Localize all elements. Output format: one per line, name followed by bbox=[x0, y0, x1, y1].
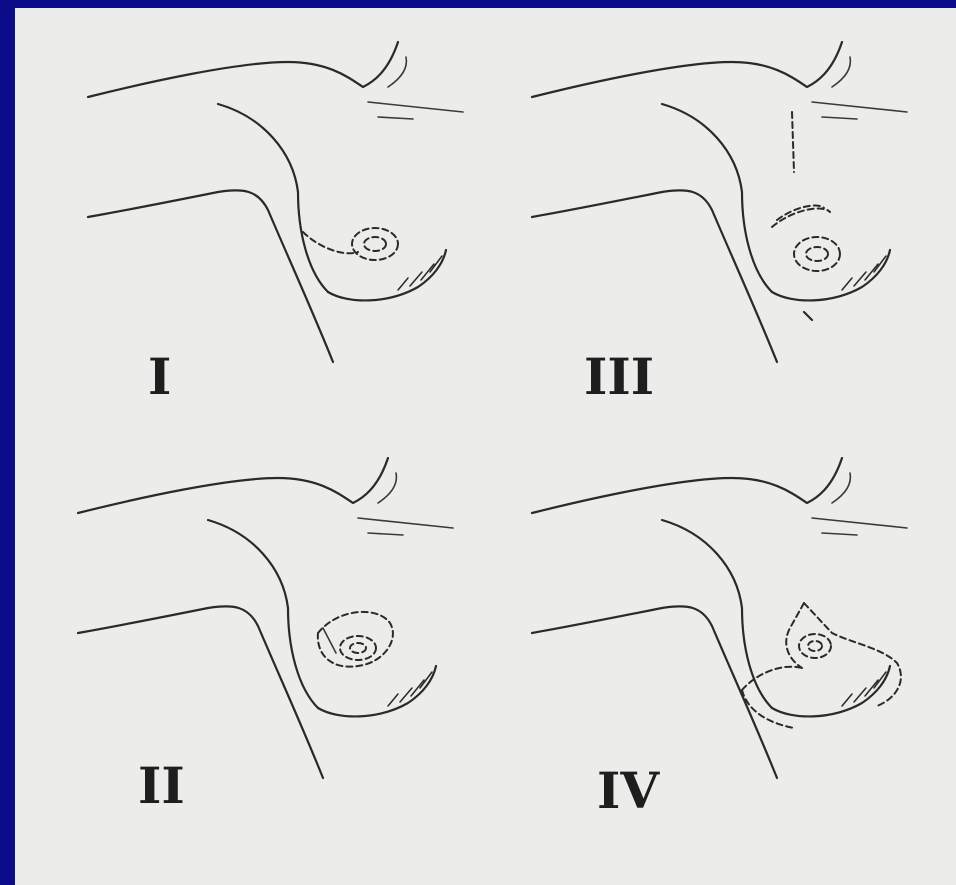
panel-stage-ii: II bbox=[78, 458, 453, 815]
panel-stage-iv: IV bbox=[532, 458, 907, 820]
panel-label-iv: IV bbox=[597, 761, 660, 820]
panel-stage-iii: III bbox=[532, 42, 907, 406]
panel-label-i: I bbox=[148, 347, 171, 406]
panel-stage-i: I bbox=[88, 42, 463, 406]
panel-label-iii: III bbox=[584, 347, 654, 406]
panel-label-ii: II bbox=[138, 756, 185, 815]
